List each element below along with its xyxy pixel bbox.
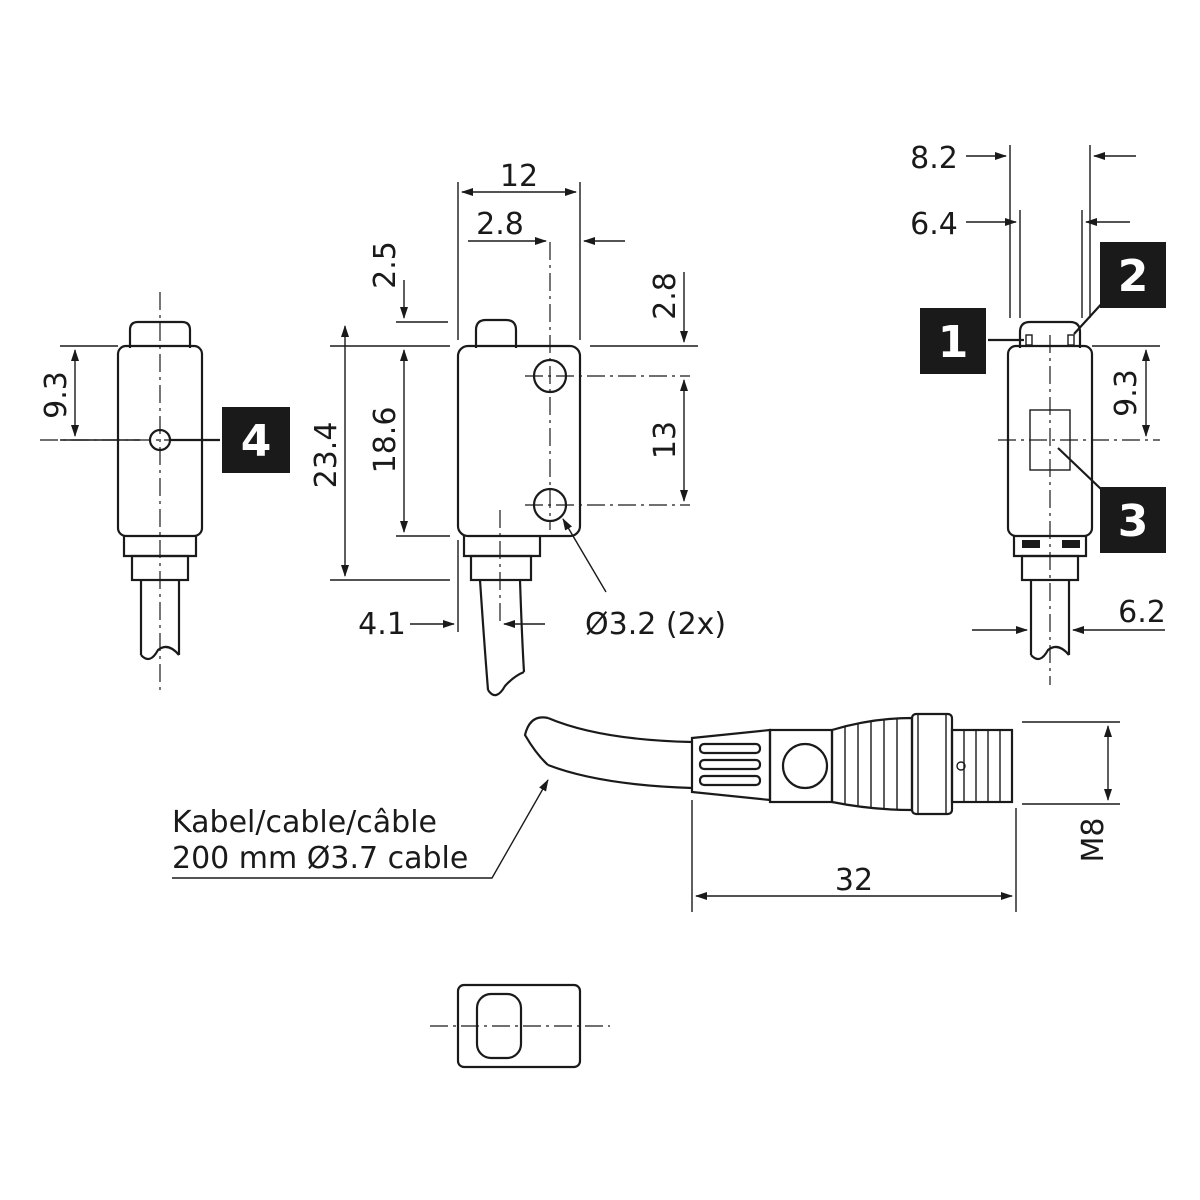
connector-cable-bottom	[547, 763, 693, 790]
right-body	[1006, 344, 1094, 538]
connector-cable-top	[547, 716, 693, 744]
dim-width-12: 12	[500, 159, 538, 194]
cable	[139, 580, 181, 655]
dim-left-9-3-label: 9.3	[39, 371, 74, 419]
dim-connector-thread: M8	[1076, 818, 1111, 863]
dim-height-2-8: 2.8	[648, 272, 683, 320]
dim-depth-8-2: 8.2	[910, 141, 958, 176]
callout-4: 4	[222, 407, 290, 473]
callout-2-leader	[1073, 299, 1106, 335]
callout-2: 2	[1100, 242, 1166, 308]
left-side-view: 9.3	[39, 292, 220, 692]
connector-body	[768, 728, 834, 804]
connector-window	[781, 742, 829, 790]
dim-hole-spacing-13: 13	[648, 421, 683, 459]
connector-cable-break	[523, 716, 549, 766]
dim-offset-2-8-top: 2.8	[476, 207, 524, 242]
front-gland-ring	[469, 554, 533, 582]
cable-break	[140, 645, 180, 661]
sensor-top-lug	[474, 318, 518, 348]
m8-connector-view: M8 32 Kabel/cable/câble 200 mm Ø3.7 cabl…	[172, 712, 1120, 912]
dim-cable-6-2: 6.2	[1118, 595, 1166, 630]
potentiometer-window	[1029, 409, 1071, 471]
right-gland-ring	[1020, 554, 1080, 582]
dim-hole-diameter: Ø3.2 (2x)	[585, 607, 726, 642]
strain-relief	[690, 728, 772, 802]
cable-gland-ring	[130, 554, 190, 582]
right-cable-break	[1030, 645, 1070, 661]
svg-text:4: 4	[241, 416, 272, 467]
dim-connector-length-32: 32	[835, 863, 873, 898]
cable-label-leader	[172, 779, 549, 879]
led-2	[1067, 334, 1075, 346]
cable-label-line2: 200 mm Ø3.7 cable	[172, 841, 468, 876]
callout-3-leader	[1057, 447, 1103, 491]
led-1	[1025, 334, 1033, 346]
bottom-view	[430, 983, 610, 1069]
front-gland	[462, 536, 542, 558]
connector-grip	[830, 716, 914, 812]
svg-text:3: 3	[1118, 496, 1149, 547]
m8-thread	[950, 728, 1014, 804]
front-view: 12 2.8 2.5 23.4 18.6 2.8 13 4.1 Ø3.2 (2x…	[309, 159, 726, 697]
dim-height-23-4: 23.4	[309, 422, 344, 489]
svg-text:1: 1	[938, 317, 969, 368]
dim-right-9-3: 9.3	[1109, 369, 1144, 417]
front-cable	[478, 579, 526, 691]
sensor-top-cap	[128, 320, 192, 348]
cable-label-line1: Kabel/cable/câble	[172, 805, 437, 840]
callout-3: 3	[1100, 487, 1166, 553]
right-side-view: 8.2 6.4 9.3 6.2	[910, 141, 1166, 685]
dim-height-18-6: 18.6	[368, 407, 403, 474]
dim-cable-offset-4-1: 4.1	[358, 607, 406, 642]
callout-1: 1	[920, 308, 986, 374]
svg-text:2: 2	[1118, 251, 1149, 302]
front-cable-break	[487, 670, 525, 697]
dim-depth-6-4: 6.4	[910, 207, 958, 242]
sensor-housing	[456, 344, 582, 538]
dim-height-2-5: 2.5	[368, 241, 403, 289]
